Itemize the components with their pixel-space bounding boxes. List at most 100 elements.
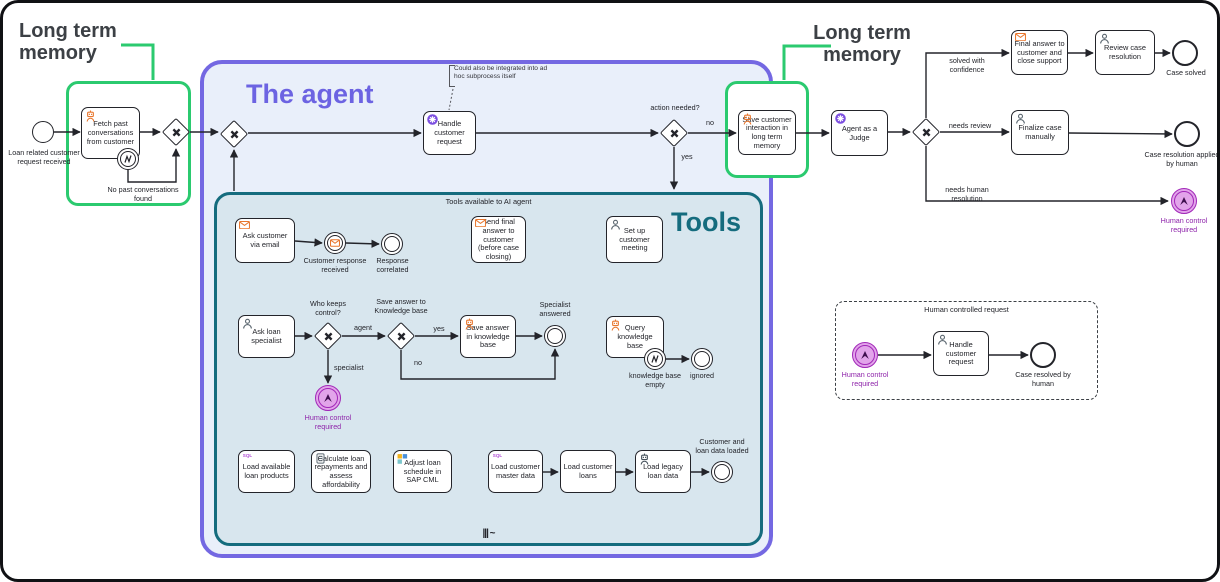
task-load-customer-loans[interactable]: Load customer loans	[560, 450, 616, 493]
task-handle-customer-request-human[interactable]: Handle customer request	[933, 331, 989, 376]
human-control-tools-label: Human control required	[304, 413, 352, 431]
save-kb-gateway-label: Save answer to Knowledge base	[374, 297, 428, 315]
no-flow-label: no	[706, 118, 714, 127]
boundary-error-event-kb-empty[interactable]	[644, 348, 666, 370]
sap-icon	[397, 453, 408, 464]
task-send-final-answer[interactable]: Send final answer to customer (before ca…	[471, 216, 526, 263]
escalation-event-human-control-tools[interactable]	[315, 385, 341, 411]
task-save-customer-interaction[interactable]: Save customer interaction in long term m…	[738, 110, 796, 155]
script-icon	[315, 453, 326, 464]
task-label: Adjust loan schedule in SAP CML	[403, 457, 442, 485]
customer-response-label: Customer response received	[303, 256, 367, 274]
task-review-case-resolution[interactable]: Review case resolution	[1095, 30, 1155, 75]
envelope-icon	[475, 219, 486, 230]
no-past-label: No past conversations found	[107, 185, 179, 203]
task-finalize-case-manually[interactable]: Finalize case manually	[1011, 110, 1069, 155]
sql-icon: SQL	[242, 453, 253, 458]
gateway-save-kb[interactable]	[386, 321, 416, 351]
case-resolution-label: Case resolution applied by human	[1144, 150, 1220, 168]
yes-flow-label: yes	[433, 324, 445, 333]
human-control-label: Human control required	[1160, 216, 1208, 234]
task-label: Final answer to customer and close suppo…	[1014, 38, 1065, 66]
task-ask-loan-specialist[interactable]: Ask loan specialist	[238, 315, 295, 358]
response-correlated-label: Response correlated	[376, 256, 409, 274]
agent-title: The agent	[246, 79, 374, 109]
agent-icon	[610, 319, 621, 331]
task-load-loan-products[interactable]: SQL Load available loan products	[238, 450, 295, 493]
gateway-action-needed[interactable]	[659, 118, 689, 148]
task-label: Load customer master data	[491, 462, 540, 480]
event-ignored[interactable]	[691, 348, 713, 370]
gateway-merge-left[interactable]	[161, 117, 191, 147]
task-label: Handle customer request	[434, 119, 465, 146]
end-event-case-resolution-human[interactable]	[1174, 121, 1200, 147]
task-label: Query knowledge base	[617, 323, 653, 350]
escalation-event-human-control[interactable]	[1171, 188, 1197, 214]
annotation-adhoc: Could also be integrated into ad hoc sub…	[449, 65, 550, 87]
task-ask-customer-email[interactable]: Ask customer via email	[235, 218, 295, 263]
sql-icon: SQL	[492, 453, 503, 458]
kb-empty-label: knowledge base empty	[629, 371, 681, 389]
needs-human-flow-label: needs human resolution	[945, 185, 989, 203]
tools-title: Tools	[671, 207, 741, 237]
task-calculate-repayments[interactable]: Calculate loan repayments and assess aff…	[311, 450, 371, 493]
long-term-memory-title-right: Long term memory	[813, 22, 911, 66]
envelope-icon	[239, 221, 250, 232]
specialist-answered-label: Specialist answered	[539, 300, 571, 318]
human-box-title: Human controlled request	[924, 305, 1009, 314]
start-event-label: Loan related customer request received	[8, 148, 80, 166]
event-data-loaded[interactable]	[711, 461, 733, 483]
yes-flow-label: yes	[681, 152, 693, 161]
message-catch-event-customer-response[interactable]	[324, 232, 346, 254]
task-label: Load available loan products	[242, 462, 291, 480]
escalation-start-event-human-control[interactable]	[852, 342, 878, 368]
task-setup-customer-meeting[interactable]: Set up customer meeting	[606, 216, 663, 263]
agent-icon	[464, 318, 475, 330]
tools-header: Tools available to AI agent	[445, 197, 532, 206]
task-label: Review case resolution	[1104, 43, 1146, 61]
envelope-icon	[330, 239, 340, 247]
task-final-answer[interactable]: Final answer to customer and close suppo…	[1011, 30, 1068, 75]
specialist-flow-label: specialist	[334, 363, 364, 372]
case-solved-label: Case solved	[1166, 68, 1206, 77]
boundary-error-event-no-past[interactable]	[117, 148, 139, 170]
task-fetch-past-conversations[interactable]: Fetch past conversations from customer	[81, 107, 140, 159]
end-event-case-solved[interactable]	[1172, 40, 1198, 66]
case-resolved-human-label: Case resolved by human	[1015, 370, 1071, 388]
gateway-who-keeps-control[interactable]	[313, 321, 343, 351]
gateway-agent-loop[interactable]	[219, 119, 249, 149]
task-load-customer-master-data[interactable]: SQL Load customer master data	[488, 450, 543, 493]
sql-icon	[564, 453, 575, 464]
error-zigzag-icon	[124, 154, 132, 164]
task-handle-customer-request[interactable]: Handle customer request	[423, 111, 476, 155]
event-response-correlated[interactable]	[381, 233, 403, 255]
task-label: Ask loan specialist	[251, 327, 282, 345]
adhoc-marker: ||| ~	[482, 528, 495, 539]
escalation-icon	[861, 351, 869, 359]
task-label: Calculate loan repayments and assess aff…	[314, 453, 368, 489]
task-label: Load customer loans	[563, 462, 613, 480]
task-label: Load legacy loan data	[643, 462, 683, 480]
start-event-loan-request[interactable]	[32, 121, 54, 143]
user-icon	[610, 219, 621, 230]
task-save-answer-kb[interactable]: Save answer in knowledge base	[460, 315, 516, 358]
agent-flow-label: agent	[354, 323, 372, 332]
user-icon	[242, 318, 253, 329]
task-label: Finalize case manually	[1018, 123, 1062, 141]
event-specialist-answered[interactable]	[544, 325, 566, 347]
needs-review-flow-label: needs review	[948, 121, 992, 130]
task-adjust-loan-schedule[interactable]: Adjust loan schedule in SAP CML	[393, 450, 452, 493]
end-event-case-resolved-by-human[interactable]	[1030, 342, 1056, 368]
task-label: Ask customer via email	[242, 231, 288, 249]
task-load-legacy-loan-data[interactable]: Load legacy loan data	[635, 450, 691, 493]
envelope-icon	[1015, 33, 1026, 44]
task-label: Handle customer request	[945, 339, 977, 367]
long-term-memory-title-left: Long term memory	[19, 20, 117, 64]
task-label: Send final answer to customer (before ca…	[477, 217, 520, 262]
user-icon	[937, 334, 948, 345]
data-loaded-label: Customer and loan data loaded	[695, 437, 749, 455]
who-keeps-label: Who keeps control?	[310, 299, 346, 317]
gateway-judge-decision[interactable]	[911, 117, 941, 147]
agent-icon	[742, 113, 753, 125]
task-agent-as-judge[interactable]: Agent as a Judge	[831, 110, 888, 156]
